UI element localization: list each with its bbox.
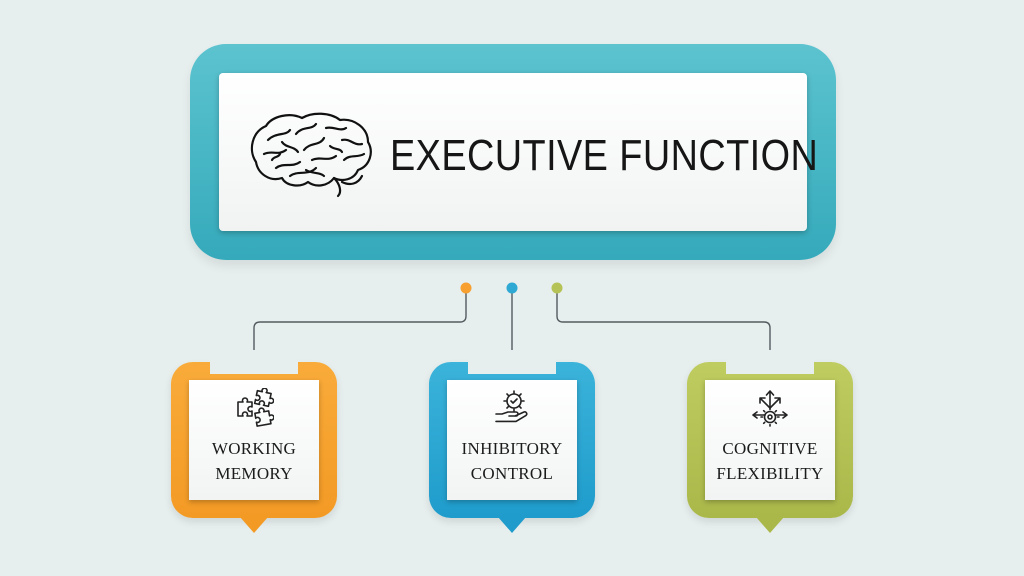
dot-orange — [460, 282, 472, 294]
cognitive-flexibility-label: COGNITIVE FLEXIBILITY — [716, 439, 824, 483]
working-memory-card: WORKING MEMORY — [189, 380, 319, 500]
cognitive-flexibility-notch — [726, 350, 814, 374]
dot-green — [551, 282, 563, 294]
working-memory-pointer — [240, 517, 268, 533]
connector-working-memory — [253, 288, 467, 354]
cognitive-flexibility-pointer — [756, 517, 784, 533]
inhibitory-control-notch — [468, 350, 556, 374]
gear-arrows-icon — [752, 390, 788, 427]
working-memory-notch — [210, 350, 298, 374]
brain-icon — [250, 112, 372, 198]
inhibitory-control-card: INHIBITORY CONTROL — [447, 380, 577, 500]
inhibitory-control-label: INHIBITORY CONTROL — [461, 439, 563, 483]
inhibitory-control-pointer — [498, 517, 526, 533]
executive-function-card — [219, 73, 807, 231]
cognitive-flexibility-card: COGNITIVE FLEXIBILITY — [705, 380, 835, 500]
working-memory-label: WORKING MEMORY — [211, 439, 297, 483]
hand-gear-check-icon — [495, 390, 528, 423]
connector-cognitive-flexibility — [556, 288, 771, 354]
dot-blue — [506, 282, 518, 294]
puzzle-pieces-icon — [237, 388, 274, 427]
